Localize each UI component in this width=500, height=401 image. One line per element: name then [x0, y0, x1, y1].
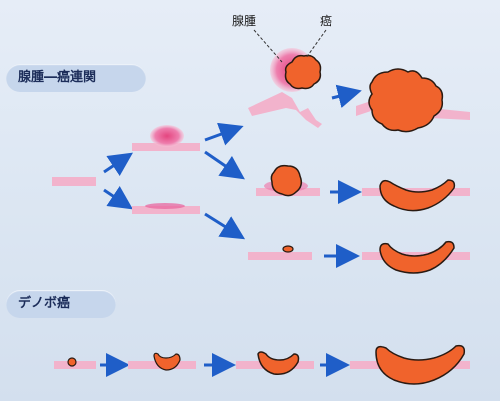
mucosa-stalk-row1: [248, 92, 322, 128]
arrow-start-to-upper: [103, 152, 133, 176]
arrow-upper-to-pedunculated: [204, 122, 244, 146]
callout-label-cancer: 癌: [320, 14, 333, 28]
denovo-cancer-stage3: [257, 351, 300, 375]
flat-lesion-mid: [145, 203, 185, 209]
arrow-upper-to-sessile: [204, 150, 245, 180]
cancer-nodule-row2: [270, 164, 303, 197]
callout-leader-cancer: [305, 29, 327, 59]
advanced-cancer-row3: [379, 240, 455, 274]
adenoma-polyp-mid: [150, 125, 184, 147]
section-label-de-novo: デノボ癌: [6, 290, 116, 318]
arrow-row1-to-advanced: [331, 84, 362, 109]
small-cancer-row3: [282, 245, 294, 253]
denovo-cancer-stage4: [375, 344, 466, 385]
section-label-adenoma-carcinoma: 腺腫―癌連関: [6, 64, 146, 92]
arrow-start-to-lower: [103, 186, 133, 210]
denovo-cancer-stage1: [67, 357, 77, 367]
callout-leader-adenoma: [253, 29, 283, 63]
denovo-cancer-stage2: [153, 352, 181, 371]
arrow-lower-to-flat: [204, 212, 246, 240]
mucosa-strip-row3: [248, 252, 312, 260]
normal-mucosa-strip: [52, 177, 96, 186]
advanced-cancer-row2: [379, 179, 456, 212]
callout-label-adenoma: 腺腫: [232, 14, 257, 28]
mucosa-strip-mid-lower: [132, 206, 200, 214]
advanced-cancer-row1: [368, 68, 444, 133]
mucosa-strip-mid-upper: [132, 143, 200, 151]
